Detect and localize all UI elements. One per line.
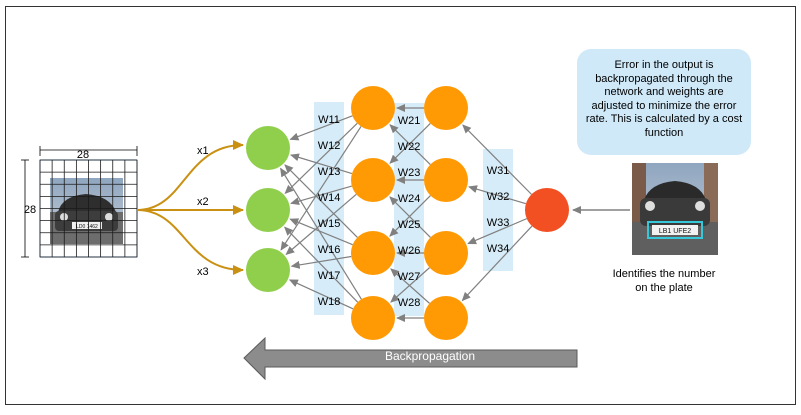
- input-node-1: [246, 126, 290, 170]
- input-arrows: [136, 140, 244, 275]
- weight-band-layer3: [483, 149, 513, 271]
- small-plate-text: LD0 1462: [76, 224, 98, 230]
- hidden1-node-3: [351, 231, 395, 275]
- input-label-x2: x2: [197, 196, 209, 208]
- weight-label-w15: W15: [318, 218, 341, 230]
- weight-label-w28: W28: [398, 297, 421, 309]
- hidden2-node-4: [424, 296, 468, 340]
- error-callout: Error in the output is backpropagated th…: [577, 49, 751, 155]
- weight-label-w23: W23: [398, 167, 421, 179]
- outer-border: [5, 6, 796, 405]
- weight-label-w18: W18: [318, 296, 341, 308]
- connection-h2-to-h1: [389, 124, 431, 165]
- weight-label-w27: W27: [398, 271, 421, 283]
- car-photo-large: LB1 UFE2: [632, 163, 718, 255]
- input-arrow-x1: [136, 140, 244, 211]
- hidden1-node-4: [351, 296, 395, 340]
- weight-label-w11: W11: [318, 114, 340, 126]
- hidden1-node-2: [351, 158, 395, 202]
- connection-h1-to-input: [290, 255, 352, 269]
- weight-label-w13: W13: [318, 166, 341, 178]
- weight-label-w33: W33: [487, 217, 510, 229]
- hidden2-node-1: [424, 86, 468, 130]
- weight-label-w31: W31: [487, 165, 510, 177]
- connection-output-to-h2: [467, 218, 527, 245]
- hidden2-node-2: [424, 158, 468, 202]
- connection-output-to-h2: [461, 225, 533, 302]
- output-node: [525, 188, 569, 232]
- connection-h1-to-input: [284, 164, 358, 238]
- connection-h1-to-input: [290, 185, 353, 206]
- connection-h1-to-input: [285, 193, 357, 256]
- weight-label-w25: W25: [398, 219, 421, 231]
- input-arrow-x3: [136, 209, 244, 275]
- hidden1-node-1: [351, 86, 395, 130]
- connection-h2-to-h1: [390, 268, 430, 304]
- weight-label-w17: W17: [318, 270, 341, 282]
- height-label: 28: [24, 204, 36, 216]
- connection-h1-to-input: [284, 226, 359, 303]
- weight-label-w21: W21: [398, 115, 421, 127]
- weight-label-w32: W32: [487, 191, 510, 203]
- connection-h1-to-input: [280, 126, 362, 251]
- hidden2-node-3: [424, 231, 468, 275]
- connection-h2-to-h1: [389, 195, 431, 237]
- weight-label-w26: W26: [398, 245, 421, 257]
- connection-h1-to-input: [290, 153, 353, 175]
- connection-h1-to-input: [288, 279, 354, 310]
- weight-band-layer2: [394, 103, 424, 316]
- backpropagation-label: Backpropagation: [384, 349, 476, 363]
- input-image: LD0 1462 28 28: [21, 146, 138, 258]
- backpropagation-arrow: [243, 336, 578, 381]
- width-label: 28: [77, 149, 89, 161]
- weight-label-w22: W22: [398, 141, 421, 153]
- connection-h1-to-input: [289, 218, 353, 246]
- weight-label-w34: W34: [487, 243, 510, 255]
- connection-output-to-h2: [462, 124, 532, 195]
- weight-label-w12: W12: [318, 140, 341, 152]
- connection-h1-to-input: [280, 167, 362, 300]
- connection-h1-to-input: [289, 115, 353, 141]
- connection-h1-to-input: [284, 122, 358, 194]
- input-label-x1: x1: [197, 145, 209, 157]
- input-node-2: [246, 188, 290, 232]
- plate-text: LB1 UFE2: [659, 228, 691, 235]
- output-caption: Identifies the number on the plate: [612, 268, 716, 294]
- connection-h2-to-h1: [390, 267, 430, 303]
- connection-output-to-h2: [468, 185, 527, 205]
- connection-h2-to-h1: [389, 196, 431, 238]
- connection-h2-to-h1: [389, 123, 431, 164]
- plate-highlight: [647, 221, 703, 239]
- weight-label-w16: W16: [318, 244, 341, 256]
- input-node-3: [246, 248, 290, 292]
- weight-label-w14: W14: [318, 192, 341, 204]
- weight-label-w24: W24: [398, 193, 421, 205]
- car-photo-small: LD0 1462: [50, 178, 123, 244]
- input-label-x3: x3: [197, 266, 209, 278]
